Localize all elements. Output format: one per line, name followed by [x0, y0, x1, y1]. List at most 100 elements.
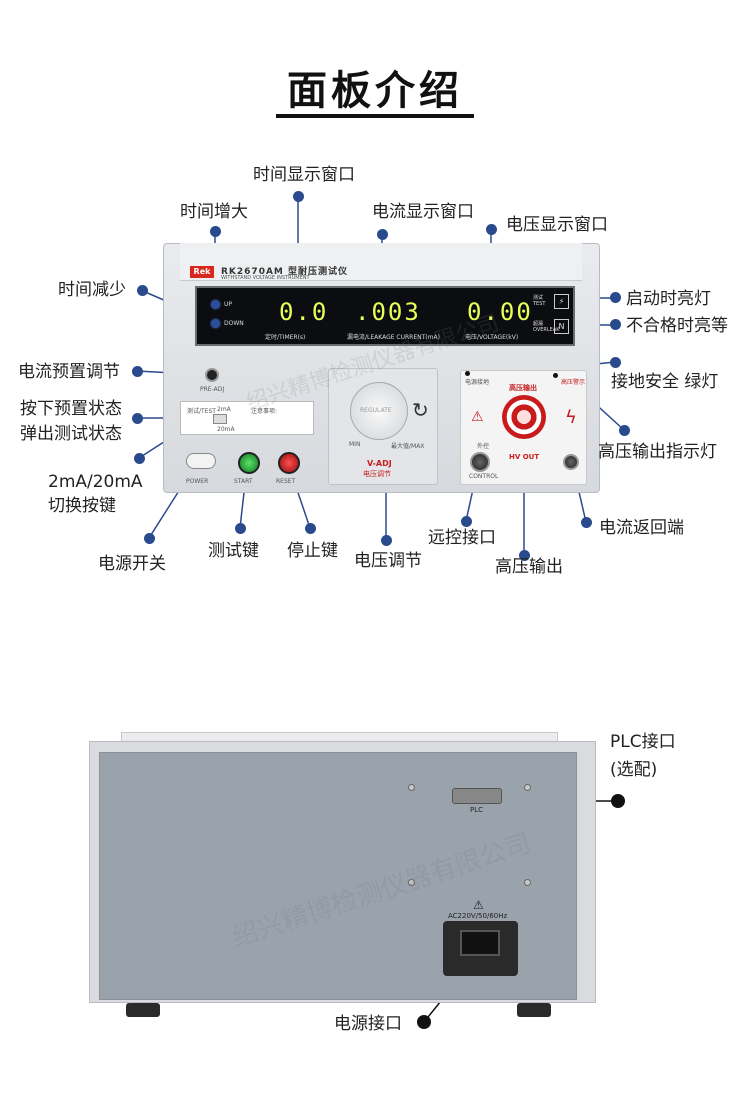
label-time-up: 时间增大 [180, 202, 248, 222]
power-socket-inlet [460, 930, 500, 956]
fail-ng-icon: N [554, 319, 569, 334]
label-dot [581, 517, 592, 528]
range-switch[interactable] [213, 414, 227, 424]
knob-min: MIN [349, 441, 361, 448]
panel-notes: 注意事项: [251, 408, 278, 415]
label-current-display: 电流显示窗口 [372, 202, 474, 222]
label-dot [134, 453, 145, 464]
model-name: RK2670AM 型耐压测试仪 [221, 267, 349, 277]
label-press-preset-2: 弹出测试状态 [20, 424, 122, 444]
label-dot [417, 1015, 431, 1029]
label-ground-safe: 接地安全 绿灯 [611, 372, 719, 392]
screw [408, 784, 415, 791]
plc-port-label: PLC [470, 806, 484, 814]
hv-output-terminal[interactable] [502, 395, 546, 439]
panel-test-label: 测试/TEST [187, 408, 216, 415]
label-dot [610, 319, 621, 330]
test-label: 测试 TEST [533, 295, 546, 307]
info-panel: 测试/TEST 2mA 20mA 注意事项: [180, 401, 314, 435]
preset-knob[interactable] [205, 368, 219, 382]
screw [408, 879, 415, 886]
current-unit: 漏电流/LEAKAGE CURRENT(mA) [347, 334, 440, 341]
label-dot [132, 366, 143, 377]
ac-label: AC220V/50/60Hz [448, 912, 508, 920]
warning-triangle-icon: ⚠ [471, 409, 484, 425]
label-remote-port: 远控接口 [428, 528, 496, 548]
brand-logo: Rek [190, 266, 214, 278]
label-current-preset: 电流预置调节 [18, 362, 120, 382]
hv-out-label: HV OUT [509, 453, 540, 461]
voltage-unit: 电压/VOLTAGE(kV) [465, 334, 519, 341]
label-range-switch-2: 切换按键 [48, 496, 116, 516]
label-fail-light: 不合格时亮等 [626, 316, 728, 336]
label-plc-1: PLC接口 [610, 732, 676, 752]
vadj-cn-label: 电压调节 [363, 470, 391, 478]
hv-lightning-icon: ϟ [565, 407, 577, 428]
reset-button[interactable] [278, 452, 300, 474]
down-led-icon [211, 319, 220, 328]
clockwise-arrow-icon: ↻ [412, 398, 429, 422]
current-return-terminal[interactable] [563, 454, 579, 470]
power-button[interactable] [186, 453, 216, 469]
led-up-label: UP [224, 301, 233, 308]
warning-triangle-icon: ⚠ [473, 898, 484, 912]
label-dot [235, 523, 246, 534]
label-dot [377, 229, 388, 240]
label-dot [137, 285, 148, 296]
hv-led-icon [553, 373, 558, 378]
control-label: CONTROL [469, 473, 499, 480]
hv-out-cn-label: 高压输出 [509, 384, 537, 392]
voltage-knob[interactable]: REGULATE [350, 382, 408, 440]
reset-label: RESET [276, 478, 296, 485]
up-led-icon [211, 300, 220, 309]
label-range-switch-1: 2mA/20mA [48, 472, 143, 492]
label-dot [132, 413, 143, 424]
label-stop-key: 停止键 [287, 541, 338, 561]
label-press-preset-1: 按下预置状态 [20, 399, 122, 419]
label-voltage-display: 电压显示窗口 [506, 215, 608, 235]
label-hv-output: 高压输出 [495, 557, 563, 577]
label-dot [610, 292, 621, 303]
vadj-label: V-ADJ [367, 459, 392, 468]
timer-unit: 定时/TIMER(s) [265, 334, 306, 341]
label-current-return: 电流返回端 [599, 518, 684, 538]
remote-control-port[interactable] [470, 452, 490, 472]
ground-label: 电源接地 [465, 379, 490, 386]
rear-foot-right [517, 1003, 551, 1017]
display-window: UP DOWN 0.0 .003 0.00 定时/TIMER(s) 漏电流/LE… [195, 286, 575, 346]
label-power-socket: 电源接口 [334, 1014, 402, 1034]
label-dot [619, 425, 630, 436]
label-start-light: 启动时亮灯 [626, 289, 711, 309]
front-top-strip [180, 243, 582, 281]
label-plc-2: (选配) [610, 760, 658, 780]
label-test-key: 测试键 [208, 541, 259, 561]
panel-range-label: 2mA [217, 406, 231, 413]
rear-foot-left [126, 1003, 160, 1017]
label-dot [305, 523, 316, 534]
label-dot [519, 550, 530, 561]
label-time-display: 时间显示窗口 [253, 165, 355, 185]
timer-readout: 0.0 [279, 298, 329, 326]
page-title: 面板介绍 [287, 68, 463, 114]
label-time-down: 时间减少 [58, 280, 126, 300]
ground-led-icon [465, 371, 470, 376]
label-hv-indicator: 高压输出指示灯 [598, 442, 717, 462]
title-underline [276, 114, 474, 118]
label-dot [381, 535, 392, 546]
plc-port[interactable] [452, 788, 502, 804]
label-dot [611, 794, 625, 808]
voltage-readout: 0.00 [467, 298, 533, 326]
label-dot [210, 226, 221, 237]
screw [524, 879, 531, 886]
knob-label: REGULATE [360, 407, 392, 414]
led-down-label: DOWN [224, 320, 244, 327]
knob-max: 最大值/MAX [391, 443, 425, 450]
overleak-label: 超漏 OVERLEAK [533, 321, 560, 333]
control-cn-label: 外控 [477, 443, 490, 450]
label-power-switch: 电源开关 [98, 554, 166, 574]
model-subtitle: WITHSTAND VOLTAGE INSTRUMENT [221, 275, 310, 281]
panel-20ma-label: 20mA [217, 426, 235, 433]
power-label: POWER [186, 478, 209, 485]
start-label: START [234, 478, 253, 485]
start-button[interactable] [238, 452, 260, 474]
